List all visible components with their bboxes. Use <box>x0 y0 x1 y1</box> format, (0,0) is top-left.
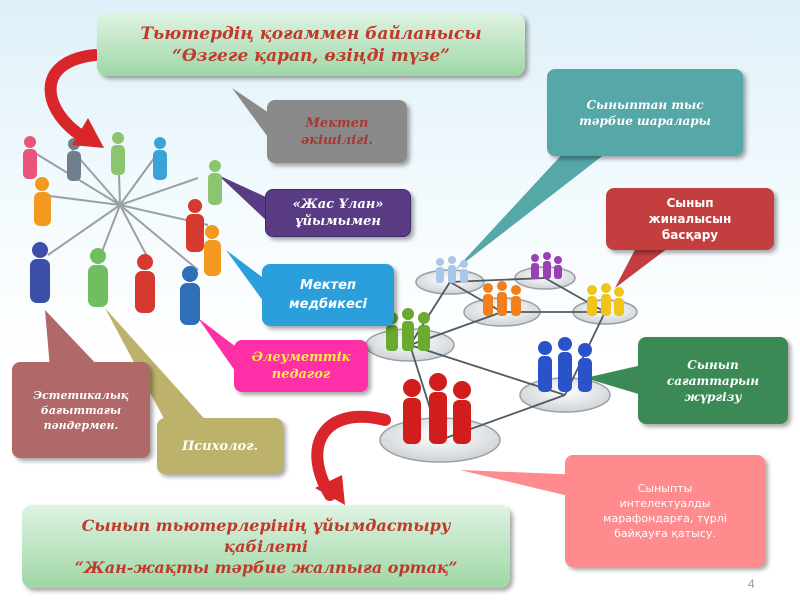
callout-line: жүргізу <box>684 389 742 404</box>
tail-extracurricular <box>455 135 610 270</box>
tail-marathons <box>460 470 585 500</box>
callout-line: байқауға қатысу. <box>614 527 716 540</box>
callout-line: Психолог. <box>181 438 259 454</box>
tail-social-pedagogue <box>198 318 240 378</box>
callout-extracurricular: Сыныптан тыс тәрбие шаралары <box>547 69 743 156</box>
callout-line: Сыныпты <box>637 482 693 495</box>
callout-line: марафондарға, түрлі <box>603 512 727 525</box>
callout-youth-org: «Жас Ұлан» ұйымымен <box>265 189 411 237</box>
callout-nurse: Мектеп медбикесі <box>262 264 394 326</box>
header-banner: Тьютердің қоғаммен байланысы “Өзгеге қар… <box>97 13 525 76</box>
tail-class-hours <box>585 365 642 395</box>
tail-class-meeting <box>615 240 668 288</box>
callout-line: Сынып <box>687 357 739 372</box>
callout-line: пәндермен. <box>43 418 119 432</box>
callout-line: Мектеп <box>300 278 356 293</box>
footer-title: Сынып тьютерлерінің ұйымдастыру <box>81 516 451 535</box>
header-title: Тьютердің қоғаммен байланысы <box>140 23 482 44</box>
tail-psychologist <box>105 308 210 430</box>
tail-school-council <box>232 88 272 140</box>
callout-class-meeting: Сынып жиналысын басқару <box>606 188 774 250</box>
curved-arrow-icon <box>311 410 391 505</box>
callout-line: Мектеп <box>305 115 369 131</box>
callout-line: Сынып <box>666 196 714 210</box>
footer-banner: Сынып тьютерлерінің ұйымдастыру қабілеті… <box>22 505 510 588</box>
people-star-network-icon <box>23 132 222 325</box>
callout-line: әкішілігі. <box>301 132 373 148</box>
callout-line: Эстетикалық <box>33 388 129 402</box>
tail-nurse <box>226 250 266 305</box>
callout-line: «Жас Ұлан» <box>292 197 384 212</box>
callout-school-council: Мектеп әкішілігі. <box>267 100 407 163</box>
callout-line: бағыттағы <box>40 403 122 417</box>
callout-line: интелектуалды <box>619 497 711 510</box>
people-group-network-icon <box>365 252 638 463</box>
footer-title-cont: қабілеті <box>223 537 309 556</box>
callout-line: басқару <box>661 228 719 242</box>
callout-line: ұйымымен <box>295 214 381 229</box>
callout-line: жиналысын <box>648 212 732 226</box>
callout-psychologist: Психолог. <box>157 418 283 474</box>
tail-aesthetic <box>45 310 100 368</box>
tail-youth-org <box>218 175 268 222</box>
callout-line: медбикесі <box>289 297 367 312</box>
callout-class-hours: Сынып сағаттарын жүргізу <box>638 337 788 424</box>
callout-social-pedagogue: Әлеуметтік педагог <box>234 340 368 392</box>
footer-quote: “Жан-жақты тәрбие жалпыға ортақ” <box>74 558 458 577</box>
callout-marathons: Сыныпты интелектуалды марафондарға, түрл… <box>565 455 765 567</box>
header-quote: “Өзгеге қарап, өзіңді түзе” <box>172 45 450 66</box>
callout-line: педагог <box>271 367 331 382</box>
callout-line: Сыныптан тыс <box>586 97 704 112</box>
callout-line: тәрбие шаралары <box>579 113 711 128</box>
callout-line: сағаттарын <box>666 373 760 388</box>
curved-arrow-icon <box>44 49 104 148</box>
callout-line: Әлеуметтік <box>251 350 351 365</box>
page-number: 4 <box>748 577 755 591</box>
callout-aesthetic-teachers: Эстетикалық бағыттағы пәндермен. <box>12 362 150 458</box>
